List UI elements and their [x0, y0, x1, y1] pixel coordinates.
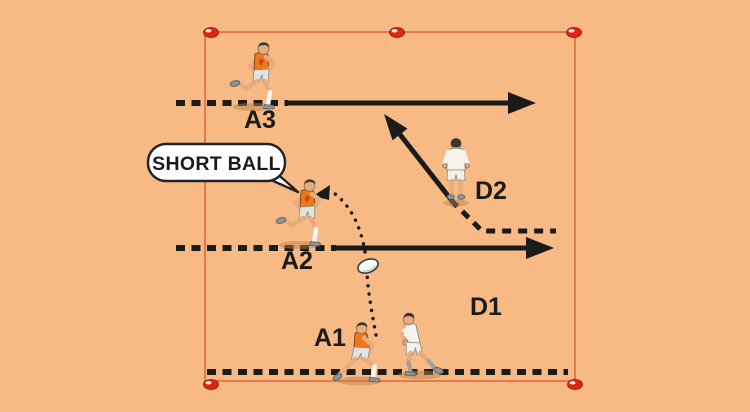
label-a2: A2 [281, 247, 313, 275]
label-a3: A3 [244, 106, 276, 134]
label-a1: A1 [314, 324, 346, 352]
player-a2 [275, 179, 320, 246]
a3-run-line [176, 92, 536, 114]
cone-top-middle [389, 27, 405, 38]
a2-run-line [176, 237, 554, 259]
player-d1 [402, 313, 444, 376]
cone-top-right [566, 27, 582, 38]
speech-bubble: SHORT BALL [146, 142, 300, 194]
player-a3 [229, 42, 274, 109]
cone-bottom-right [567, 379, 583, 390]
shadow-a3 [233, 103, 273, 111]
cone-bottom-left [203, 379, 219, 390]
rugby-ball-icon [357, 258, 379, 274]
label-d2: D2 [475, 177, 507, 205]
speech-bubble-text: SHORT BALL [152, 153, 281, 175]
field-boundary [204, 31, 576, 382]
d2-run-arrow [384, 114, 458, 208]
shadow-d2 [443, 199, 469, 207]
shadow-a2 [279, 241, 319, 249]
label-d1: D1 [470, 293, 502, 321]
cone-top-left [203, 27, 219, 38]
